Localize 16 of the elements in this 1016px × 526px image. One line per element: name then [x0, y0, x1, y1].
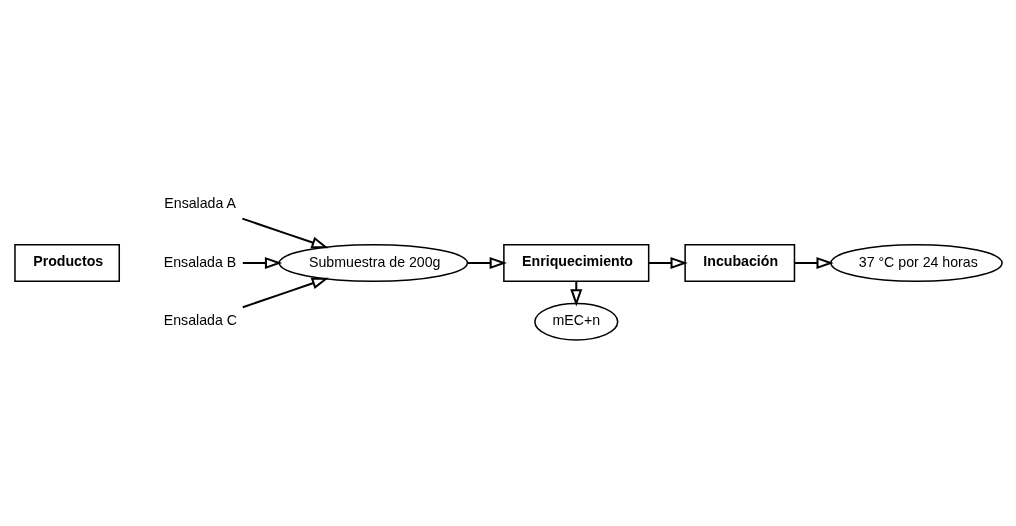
node-ellipse: 37 °C por 24 horas: [829, 244, 1003, 282]
arrow: [242, 256, 282, 270]
arrow: [466, 256, 507, 270]
arrow: [241, 217, 329, 249]
node-box: Productos: [13, 244, 120, 282]
arrow: [569, 281, 582, 307]
arrow: [648, 256, 688, 270]
node-box: Enriquecimiento: [502, 244, 649, 282]
arrow: [241, 277, 329, 309]
node-box: Incubación: [683, 244, 795, 282]
arrow: [794, 256, 834, 270]
node-text: Ensalada C: [163, 312, 237, 329]
node-text: Ensalada B: [163, 253, 236, 270]
node-text: Ensalada A: [163, 195, 236, 212]
node-ellipse: Submuestra de 200g: [278, 244, 468, 282]
node-ellipse: mEC+n: [533, 302, 618, 341]
